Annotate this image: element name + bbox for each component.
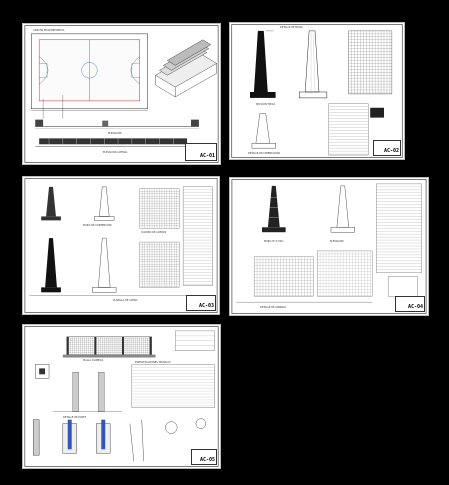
- drawing-sheet-1[interactable]: CANCHA MULTIDEPORTIVA ELEVACION ELEVACIO…: [22, 23, 221, 165]
- sheet-5-caption-mid: ESPECIFICACIONES TECNICAS: [135, 361, 171, 364]
- sheet-2-drawing: [231, 24, 403, 158]
- sheet-1-caption-top: CANCHA MULTIDEPORTIVA: [33, 29, 65, 32]
- drawing-sheet-3[interactable]: MURO DE CONTENCION CUADRO DE ACEROS PLAN…: [22, 176, 220, 315]
- elevation-2: [35, 138, 192, 147]
- sheet-2-title-block: AC-02: [373, 140, 401, 156]
- sheet-4-caption-top: MURO H=3.50m: [264, 240, 284, 243]
- sheet-5-caption-bottom: DETALLE DE POSTE: [63, 416, 87, 419]
- bleachers-iso: [155, 39, 218, 98]
- sheet-5-title-block: AC-05: [191, 449, 217, 465]
- sheet-4-caption-mid: ELEVACION: [330, 240, 344, 243]
- sheet-2-caption-top: DETALLE DE MURO: [280, 26, 303, 29]
- sheet-4-title-block: AC-04: [395, 296, 425, 312]
- rebar-table: [328, 103, 369, 156]
- sheet-2-caption-mid: SECCION TIPICA: [256, 103, 276, 106]
- sheet-3-drawing: [24, 178, 218, 313]
- drawing-sheet-4[interactable]: MURO H=3.50m ELEVACION DETALLE DE ARMADO…: [229, 177, 429, 316]
- sheet-2-caption-bottom: DETALLE DE CIMENTACION: [248, 152, 280, 155]
- sheet-3-caption-bottom: PLANILLA DE ACERO: [113, 299, 138, 302]
- sheet-2-code: AC-02: [383, 148, 399, 154]
- sheet-4-drawing: [231, 179, 427, 314]
- sheet-4-code: AC-04: [407, 304, 423, 310]
- sheet-5-code: AC-05: [199, 457, 215, 463]
- sheet-4-caption-bottom: DETALLE DE ARMADO: [260, 306, 287, 309]
- sheet-1-caption-mid: ELEVACION: [108, 132, 122, 135]
- sheet-1-drawing: [24, 25, 219, 163]
- court-plan: [31, 33, 148, 111]
- sheet-3-caption-top: MURO DE CONTENCION: [83, 224, 112, 227]
- sheet-1-caption-bottom: ELEVACION LATERAL: [103, 151, 128, 154]
- elevation-1: [35, 119, 199, 129]
- sheet-3-code: AC-03: [198, 303, 214, 309]
- sheet-5-drawing: [24, 326, 219, 467]
- rebar-mesh: [348, 30, 393, 95]
- sheet-1-title-block: AC-01: [185, 143, 217, 161]
- fence-elevation: [62, 336, 156, 358]
- sheet-1-code: AC-01: [199, 153, 215, 159]
- sheet-5-caption-top: MALLA OLIMPICA: [83, 359, 104, 362]
- sheet-3-caption-mid: CUADRO DE ACEROS: [141, 231, 167, 234]
- drawing-sheet-5[interactable]: MALLA OLIMPICA ESPECIFICACIONES TECNICAS…: [22, 324, 221, 469]
- drawing-sheet-2[interactable]: DETALLE DE MURO SECCION TIPICA DETALLE D…: [229, 22, 405, 160]
- sheet-3-title-block: AC-03: [186, 295, 216, 311]
